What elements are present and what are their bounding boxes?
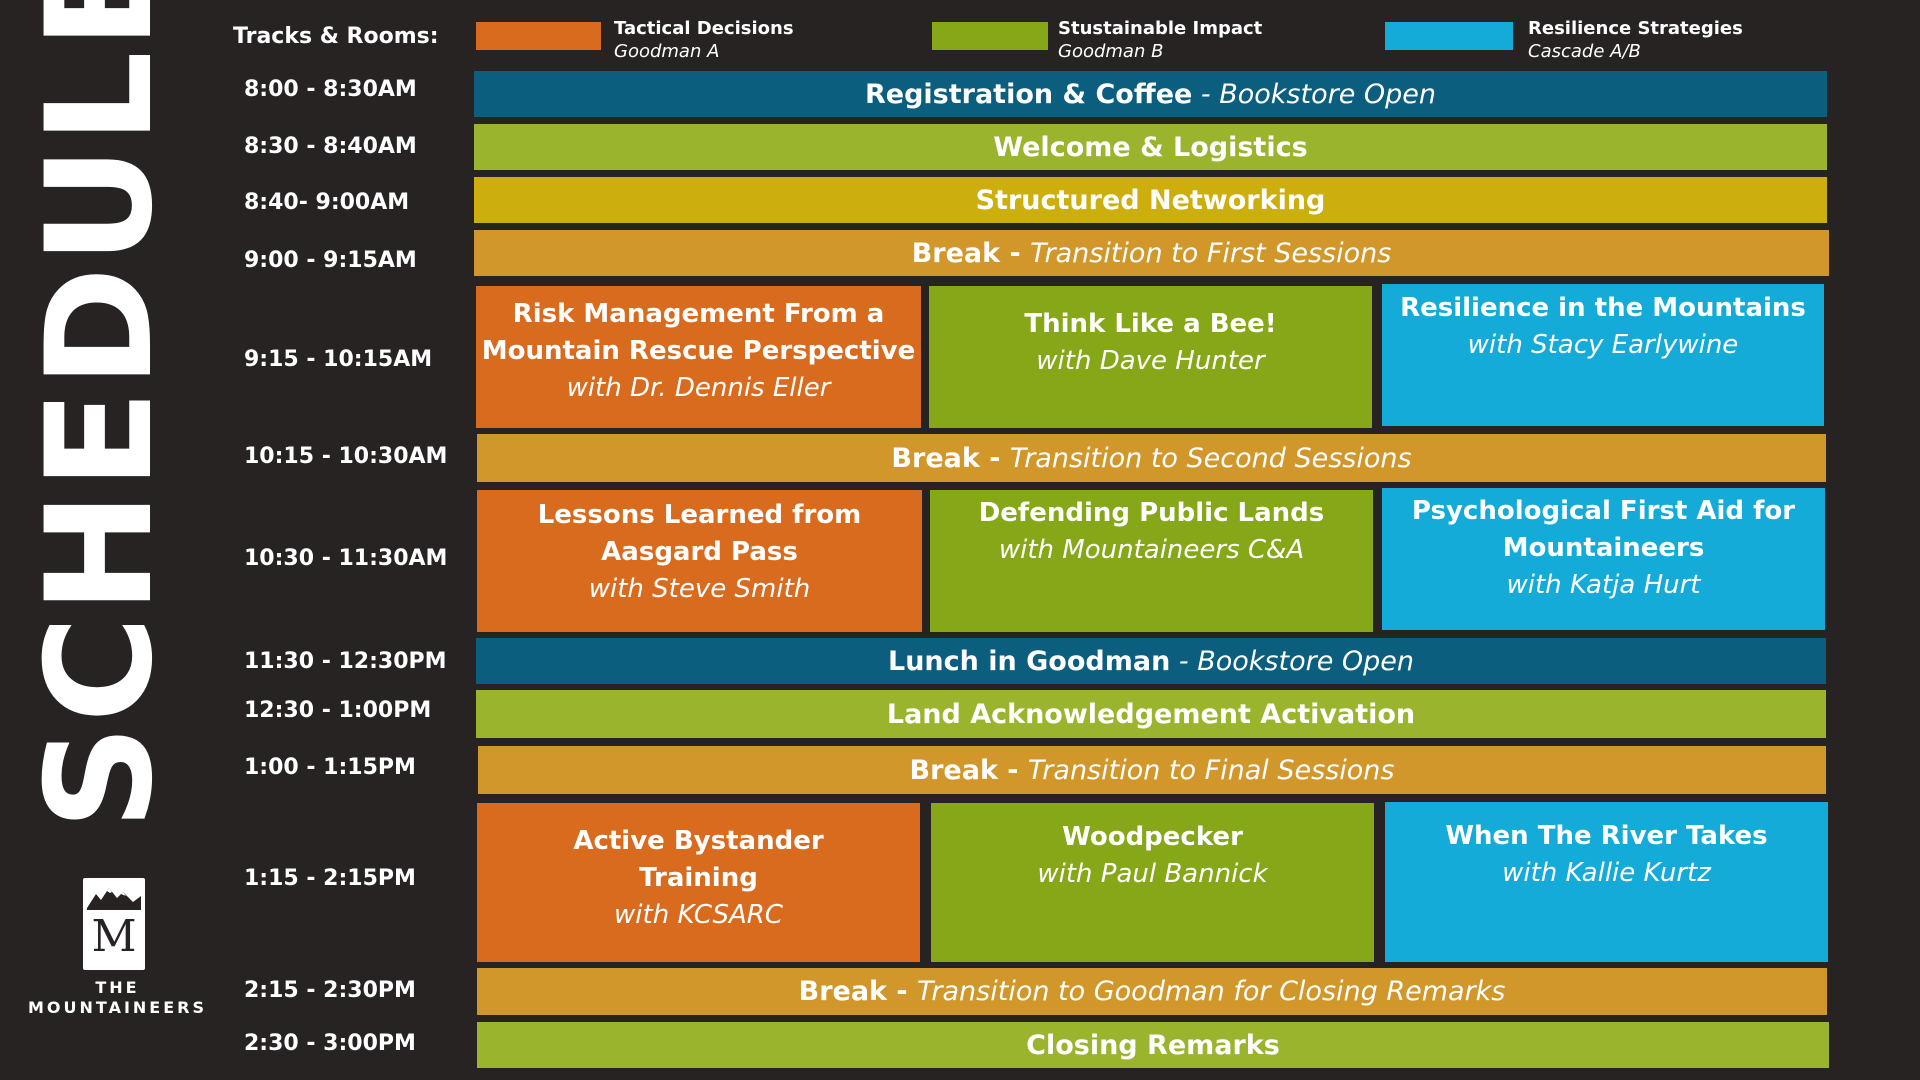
bar-title: Lunch in Goodman — [887, 645, 1171, 677]
session-defending-public-lands: Defending Public Lands with Mountaineers… — [930, 490, 1373, 632]
session-title: Woodpecker — [1062, 822, 1243, 852]
schedule-title: SCHEDULE — [15, 0, 185, 830]
bar-subtitle: - Bookstore Open — [1192, 78, 1437, 110]
bar-subtitle: Transition to First Sessions — [1030, 237, 1392, 269]
mountain-peaks-icon — [87, 888, 141, 910]
logo-name-line2: MOUNTAINEERS — [27, 998, 207, 1017]
break-bar-4: Break - Transition to Goodman for Closin… — [477, 968, 1827, 1015]
welcome-bar: Welcome & Logistics — [474, 124, 1827, 170]
session-speaker: with Steve Smith — [588, 574, 811, 604]
session-title: Risk Management From a — [512, 299, 885, 329]
session-speaker: with Stacy Earlywine — [1467, 330, 1739, 360]
logo-name-line1: THE — [95, 978, 140, 997]
legend-track-room: Cascade A/B — [1528, 41, 1641, 62]
bar-title: Structured Networking — [975, 184, 1326, 216]
time-label: 10:15 - 10:30AM — [244, 444, 448, 469]
session-title: Defending Public Lands — [978, 498, 1325, 528]
bar-title: Break - — [891, 442, 1010, 474]
bar-title: Registration & Coffee — [864, 78, 1193, 110]
session-title: When The River Takes — [1445, 821, 1768, 851]
session-think-like-a-bee: Think Like a Bee! with Dave Hunter — [929, 286, 1372, 428]
schedule-title-container: SCHEDULE — [15, 0, 185, 830]
legend-swatch-tactical — [476, 22, 601, 50]
session-lessons-learned: Lessons Learned from Aasgard Pass with S… — [477, 490, 922, 632]
time-label: 8:40- 9:00AM — [244, 190, 410, 215]
session-title: Lessons Learned from — [537, 500, 862, 530]
time-label: 9:15 - 10:15AM — [244, 347, 433, 372]
time-label: 2:15 - 2:30PM — [244, 978, 416, 1003]
legend-text-resilience: Resilience Strategies Cascade A/B — [1528, 18, 1743, 64]
break-bar-3: Break - Transition to Final Sessions — [478, 746, 1826, 794]
legend-track-name: Stustainable Impact — [1058, 18, 1263, 39]
bar-title: Break - — [798, 976, 918, 1007]
session-speaker: with Dr. Dennis Eller — [566, 373, 831, 403]
legend-track-name: Tactical Decisions — [614, 18, 794, 39]
session-title: Training — [639, 863, 758, 893]
mountaineers-logo: M THE MOUNTAINEERS — [20, 878, 215, 1018]
bar-subtitle: - Bookstore Open — [1170, 645, 1414, 677]
legend-track-name: Resilience Strategies — [1528, 18, 1743, 39]
session-title: Psychological First Aid for — [1411, 496, 1796, 526]
session-title: Mountaineers — [1502, 533, 1705, 563]
session-title: Aasgard Pass — [601, 537, 798, 567]
logo-badge: M — [83, 878, 145, 970]
time-label: 10:30 - 11:30AM — [244, 546, 448, 571]
session-speaker: with Dave Hunter — [1036, 346, 1265, 376]
session-title: Active Bystander — [573, 826, 824, 856]
legend-text-tactical: Tactical Decisions Goodman A — [614, 18, 794, 64]
time-label: 8:00 - 8:30AM — [244, 77, 417, 102]
session-speaker: with Paul Bannick — [1037, 859, 1268, 889]
legend-swatch-resilience — [1385, 22, 1513, 50]
bar-title: Closing Remarks — [1026, 1029, 1280, 1061]
time-label: 2:30 - 3:00PM — [244, 1031, 416, 1056]
time-label: 9:00 - 9:15AM — [244, 248, 417, 273]
legend-heading: Tracks & Rooms: — [233, 24, 439, 49]
bar-title: Break - — [909, 754, 1028, 786]
session-risk-management: Risk Management From a Mountain Rescue P… — [476, 286, 921, 428]
session-psychological-first-aid: Psychological First Aid for Mountaineers… — [1382, 488, 1825, 630]
bar-title: Break - — [911, 237, 1031, 269]
session-resilience-mountains: Resilience in the Mountains with Stacy E… — [1382, 284, 1824, 426]
bar-subtitle: Transition to Second Sessions — [1009, 442, 1412, 474]
registration-bar: Registration & Coffee - Bookstore Open — [474, 71, 1827, 117]
session-speaker: with KCSARC — [614, 900, 783, 930]
bar-title: Welcome & Logistics — [993, 131, 1308, 163]
break-bar-1: Break - Transition to First Sessions — [474, 230, 1829, 276]
session-speaker: with Mountaineers C&A — [998, 535, 1305, 565]
lunch-bar: Lunch in Goodman - Bookstore Open — [476, 638, 1826, 684]
bar-title: Land Acknowledgement Activation — [886, 698, 1416, 730]
legend-track-room: Goodman B — [1058, 41, 1164, 62]
session-speaker: with Kallie Kurtz — [1502, 858, 1711, 888]
time-label: 11:30 - 12:30PM — [244, 649, 447, 674]
session-title: Think Like a Bee! — [1024, 309, 1277, 339]
logo-mark: M — [91, 911, 137, 962]
session-speaker: with Katja Hurt — [1506, 570, 1701, 600]
legend-track-room: Goodman A — [614, 41, 720, 62]
land-acknowledgement-bar: Land Acknowledgement Activation — [476, 690, 1826, 738]
bar-subtitle: Transition to Goodman for Closing Remark… — [917, 976, 1506, 1007]
legend-swatch-sustainable — [932, 22, 1048, 50]
session-active-bystander: Active Bystander Training with KCSARC — [477, 803, 920, 962]
time-label: 1:00 - 1:15PM — [244, 755, 416, 780]
networking-bar: Structured Networking — [474, 177, 1827, 223]
session-when-the-river-takes: When The River Takes with Kallie Kurtz — [1385, 802, 1828, 962]
legend-text-sustainable: Stustainable Impact Goodman B — [1058, 18, 1262, 64]
time-label: 1:15 - 2:15PM — [244, 866, 416, 891]
session-title: Mountain Rescue Perspective — [481, 336, 916, 366]
closing-remarks-bar: Closing Remarks — [477, 1022, 1829, 1068]
break-bar-2: Break - Transition to Second Sessions — [477, 434, 1826, 482]
time-label: 8:30 - 8:40AM — [244, 134, 417, 159]
session-woodpecker: Woodpecker with Paul Bannick — [931, 803, 1374, 962]
bar-subtitle: Transition to Final Sessions — [1027, 754, 1395, 786]
session-title: Resilience in the Mountains — [1400, 293, 1806, 323]
time-label: 12:30 - 1:00PM — [244, 698, 432, 723]
